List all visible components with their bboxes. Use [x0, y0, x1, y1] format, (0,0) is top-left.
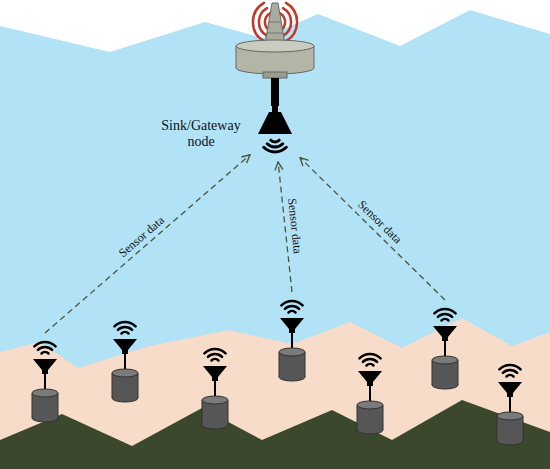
node-outline [32, 342, 58, 422]
sensor-node [425, 300, 465, 390]
sensor-node [112, 322, 138, 402]
sensor-symbol [272, 292, 312, 382]
sensor-node [202, 349, 228, 429]
edge-label: Sensor data [355, 197, 405, 246]
sensor-node [497, 365, 523, 445]
edge-label: Sensor data [285, 198, 305, 255]
sensor-node [25, 333, 65, 423]
edge-label: Sensor data [115, 213, 166, 260]
node-outline [432, 309, 458, 389]
data-arrow [45, 155, 250, 333]
seabed-rocks [0, 400, 550, 469]
sensor-node [272, 292, 312, 382]
seabed [0, 318, 550, 469]
node-label: Sink/Gateway node [158, 118, 244, 150]
sensor-symbol [25, 333, 65, 423]
sensor-node [357, 354, 383, 434]
buoy [236, 3, 314, 106]
water [0, 10, 550, 469]
transducer-symbol [250, 104, 300, 162]
gateway-node: Sink/Gateway node [250, 104, 300, 162]
node-outline [258, 104, 292, 152]
data-arrow [300, 158, 445, 300]
sensor-symbol [425, 300, 465, 390]
node-outline [279, 301, 305, 381]
